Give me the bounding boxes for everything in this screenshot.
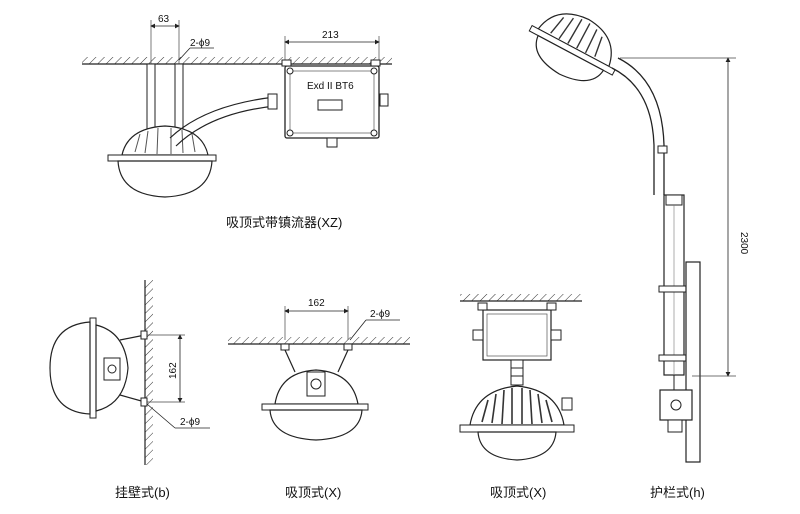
drawing-ceiling-x: 162 2-ϕ9 吸顶式(X) <box>228 298 410 500</box>
cable-gland-right <box>379 93 389 107</box>
pole-clamp-lower <box>658 354 690 362</box>
lamp-housing <box>121 125 209 156</box>
dim-2300-label: 2300 <box>738 232 749 255</box>
wall-hatch <box>145 280 153 465</box>
dim-holes-label: 2-ϕ9 <box>190 38 210 49</box>
lamp-rim <box>107 154 217 162</box>
mount-post-left <box>146 63 156 135</box>
dim-162-wall-label: 162 <box>168 362 179 379</box>
dim-holes-ceiling-label: 2-ϕ9 <box>370 309 390 320</box>
drawing-wall-mount: 162 2-ϕ9 挂壁式(b) <box>49 280 210 500</box>
conduit-fitting <box>267 93 278 110</box>
caption-pole-mount: 护栏式(h) <box>650 485 705 500</box>
mount-post-right <box>174 63 184 135</box>
ceiling-hatch-box <box>460 294 582 301</box>
dim-63-label: 63 <box>158 14 170 25</box>
finned-rim <box>459 424 575 433</box>
lamp-stem <box>510 359 524 386</box>
finned-housing <box>469 385 565 426</box>
glass-globe <box>117 160 213 198</box>
ceiling-hatch-x <box>228 337 410 344</box>
caption-wall-mount: 挂壁式(b) <box>115 485 170 500</box>
dim-162-ceiling-label: 162 <box>308 298 325 309</box>
box-nameplate <box>317 99 343 111</box>
drawing-ceiling-x-box: 吸顶式(X) <box>459 294 582 500</box>
drawing-ceiling-ballast: 63 2-ϕ9 Exd II BT6 <box>82 14 392 230</box>
dim-213-label: 213 <box>322 30 339 41</box>
ceiling-lamp-rim <box>261 403 369 411</box>
caption-ceiling-x-box: 吸顶式(X) <box>490 485 546 500</box>
caption-ceiling-x: 吸顶式(X) <box>285 485 341 500</box>
box-rating-label: Exd II BT6 <box>307 81 354 92</box>
guardrail-post <box>685 261 701 463</box>
pole-clamp-upper <box>658 285 690 293</box>
drawing-pole-mount: 2300 护栏式(h) <box>528 13 749 500</box>
wall-lamp-globe <box>49 321 91 415</box>
junction-box <box>482 309 552 361</box>
pole-lamp-globe <box>535 34 605 82</box>
ceiling-lamp-globe <box>269 409 363 441</box>
wall-lamp-rim <box>89 317 97 419</box>
finned-globe <box>477 431 557 461</box>
ceiling-hatch <box>82 57 392 64</box>
dim-holes-wall-label: 2-ϕ9 <box>180 417 200 428</box>
caption-ceiling-ballast: 吸顶式带镇流器(XZ) <box>226 215 342 230</box>
cable-gland-bottom <box>326 137 338 148</box>
